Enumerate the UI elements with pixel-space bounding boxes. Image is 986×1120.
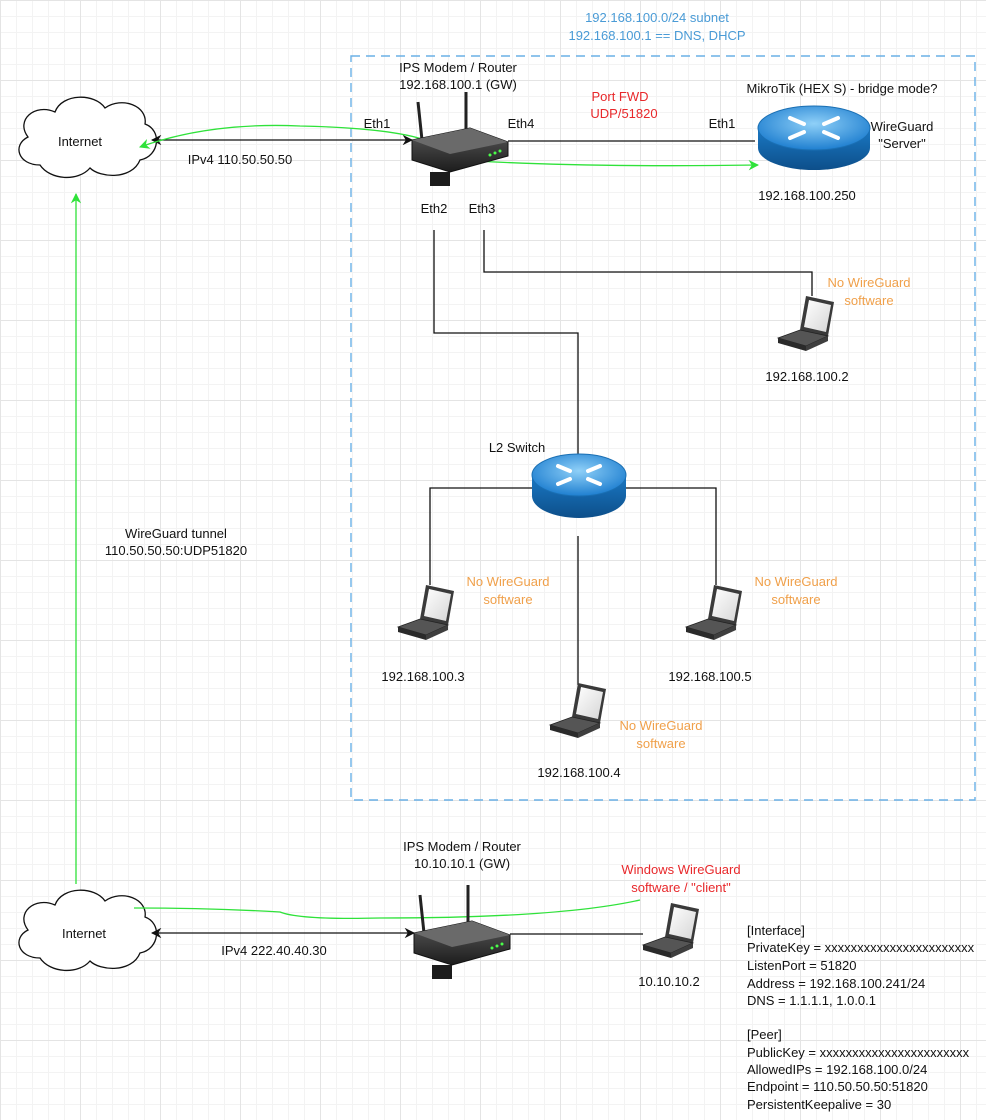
config-allowed-ips: AllowedIPs = 192.168.100.0/24 xyxy=(747,1062,927,1077)
config-keepalive: PersistentKeepalive = 30 xyxy=(747,1097,891,1112)
mikrotik-title: MikroTik (HEX S) - bridge mode? xyxy=(747,81,938,96)
client-software-label: Windows WireGuard xyxy=(621,862,740,877)
internet-cloud-bottom: Internet xyxy=(18,889,158,972)
config-private-key: PrivateKey = xxxxxxxxxxxxxxxxxxxxxxx xyxy=(747,940,975,955)
router-bottom-ip: 10.10.10.1 (GW) xyxy=(414,856,510,871)
laptop-100-5-no-wg-label: No WireGuard xyxy=(754,574,837,589)
mikrotik-eth1-label: Eth1 xyxy=(709,116,736,131)
subnet-label: 192.168.100.0/24 subnet xyxy=(585,10,729,25)
config-interface-header: [Interface] xyxy=(747,923,805,938)
eth3-link xyxy=(483,230,813,296)
laptop-100-5-ip: 192.168.100.5 xyxy=(668,669,751,684)
eth2-link xyxy=(433,230,579,462)
wan-top-ipv4-label: IPv4 110.50.50.50 xyxy=(188,152,293,167)
l2-switch-icon xyxy=(531,453,627,518)
laptop-100-5-software-label: software xyxy=(771,592,820,607)
subnet-dns-label: 192.168.100.1 == DNS, DHCP xyxy=(568,28,745,43)
config-address: Address = 192.168.100.241/24 xyxy=(747,976,925,991)
config-public-key: PublicKey = xxxxxxxxxxxxxxxxxxxxxxx xyxy=(747,1045,970,1060)
port-fwd-label: Port FWD xyxy=(591,89,648,104)
port-fwd-port-label: UDP/51820 xyxy=(590,106,657,121)
client-laptop-icon xyxy=(641,903,699,958)
tunnel-label: WireGuard tunnel xyxy=(125,526,227,541)
modem-router-top xyxy=(411,92,509,186)
laptop-icon-100-5 xyxy=(684,585,742,640)
router-bottom-title: IPS Modem / Router xyxy=(403,839,521,854)
tunnel-path-client xyxy=(133,899,641,920)
switch-label: L2 Switch xyxy=(489,440,545,455)
modem-router-bottom xyxy=(413,885,511,979)
config-peer-header: [Peer] xyxy=(747,1027,782,1042)
mikrotik-ip: 192.168.100.250 xyxy=(758,188,856,203)
mikrotik-wireguard-label: WireGuard xyxy=(871,119,934,134)
client-role-label: software / "client" xyxy=(631,880,731,895)
router-top-eth2-label: Eth2 xyxy=(421,201,448,216)
laptop-100-2-no-wg-label: No WireGuard xyxy=(827,275,910,290)
laptop-100-2-software-label: software xyxy=(844,293,893,308)
internet-cloud-top: Internet xyxy=(18,96,158,179)
client-ip: 10.10.10.2 xyxy=(638,974,699,989)
router-top-eth1-label: Eth1 xyxy=(364,116,391,131)
config-listen-port: ListenPort = 51820 xyxy=(747,958,857,973)
router-top-ip: 192.168.100.1 (GW) xyxy=(399,77,517,92)
subnet-boundary xyxy=(350,55,976,801)
laptop-icon-100-3 xyxy=(396,585,454,640)
router-top-eth4-label: Eth4 xyxy=(508,116,535,131)
laptop-100-4-ip: 192.168.100.4 xyxy=(537,765,620,780)
laptop-100-3-ip: 192.168.100.3 xyxy=(381,669,464,684)
mikrotik-server-label: "Server" xyxy=(878,136,926,151)
wan-bottom-ipv4-label: IPv4 222.40.40.30 xyxy=(221,943,327,958)
tunnel-endpoint-label: 110.50.50.50:UDP51820 xyxy=(105,543,247,558)
laptop-100-3-software-label: software xyxy=(483,592,532,607)
mikrotik-router-icon xyxy=(757,105,871,170)
config-dns: DNS = 1.1.1.1, 1.0.0.1 xyxy=(747,993,876,1008)
laptop-icon-100-2 xyxy=(776,296,834,351)
switch-left-link xyxy=(429,487,532,585)
router-top-title: IPS Modem / Router xyxy=(399,60,517,75)
config-endpoint: Endpoint = 110.50.50.50:51820 xyxy=(747,1079,928,1094)
laptop-100-2-ip: 192.168.100.2 xyxy=(765,369,848,384)
wireguard-client-config: [Interface] PrivateKey = xxxxxxxxxxxxxxx… xyxy=(747,923,975,1112)
laptop-100-4-software-label: software xyxy=(636,736,685,751)
laptop-100-4-no-wg-label: No WireGuard xyxy=(619,718,702,733)
router-top-eth3-label: Eth3 xyxy=(469,201,496,216)
tunnel-path-internet xyxy=(139,124,426,149)
laptop-100-3-no-wg-label: No WireGuard xyxy=(466,574,549,589)
switch-right-link xyxy=(626,487,717,585)
laptop-icon-100-4 xyxy=(548,683,606,738)
internet-top-label: Internet xyxy=(58,134,102,149)
internet-bottom-label: Internet xyxy=(62,926,106,941)
